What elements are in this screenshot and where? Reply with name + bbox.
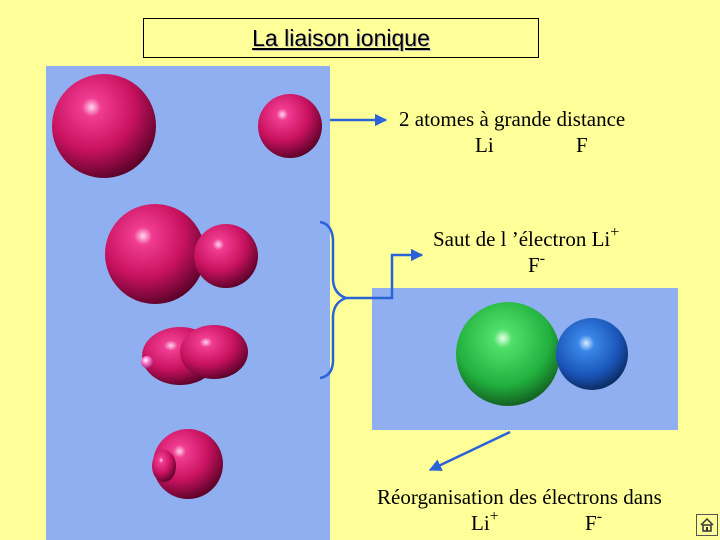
electron-sphere bbox=[141, 356, 153, 368]
caption-electron-jump: Saut de l ’électron Li+ F- bbox=[433, 224, 620, 278]
electron-transfer-blob bbox=[141, 325, 248, 385]
ion-pair-spheres bbox=[456, 302, 628, 406]
li-atom-sphere bbox=[52, 74, 156, 178]
caption-reorg-li-label: Li bbox=[471, 511, 490, 535]
caption-jump-li-charge: + bbox=[610, 224, 620, 241]
caption-f-label: F bbox=[576, 133, 588, 157]
arrow-to-caption-2 bbox=[346, 248, 424, 300]
page-title: La liaison ionique bbox=[252, 24, 430, 51]
caption-reorganisation: Réorganisation des électrons dans Li+ F- bbox=[377, 484, 662, 536]
caption-jump-line1: Saut de l ’électron Li bbox=[433, 227, 611, 251]
caption-atoms-far: 2 atomes à grande distance Li F bbox=[399, 106, 625, 158]
caption-reorg-f-label: F bbox=[585, 511, 597, 535]
atoms-far-apart bbox=[52, 74, 322, 178]
caption-jump-f-label: F bbox=[528, 253, 540, 277]
bracket bbox=[319, 220, 350, 380]
caption-reorg-line1: Réorganisation des électrons dans bbox=[377, 485, 662, 509]
home-icon bbox=[700, 517, 714, 532]
arrow-to-caption-3 bbox=[428, 430, 511, 472]
atoms-approaching bbox=[105, 204, 258, 304]
caption-reorg-f-charge: - bbox=[596, 508, 603, 525]
home-button[interactable] bbox=[696, 514, 718, 536]
ion-blob bbox=[152, 429, 223, 499]
caption-atoms-far-line1: 2 atomes à grande distance bbox=[399, 107, 626, 131]
caption-reorg-li-charge: + bbox=[489, 508, 499, 525]
li-ion-blue-sphere bbox=[556, 318, 628, 390]
caption-li-label: Li bbox=[475, 133, 494, 157]
title-box: La liaison ionique bbox=[143, 18, 539, 58]
f-atom-sphere bbox=[258, 94, 322, 158]
f-ion-green-sphere bbox=[456, 302, 560, 406]
caption-jump-f-charge: - bbox=[539, 250, 546, 267]
li-approach-sphere bbox=[105, 204, 205, 304]
f-approach-sphere bbox=[194, 224, 258, 288]
